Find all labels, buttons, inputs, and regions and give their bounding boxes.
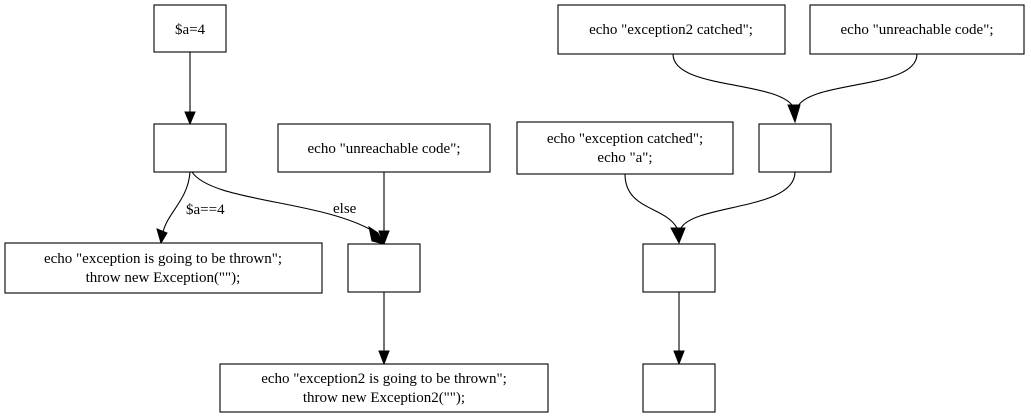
- edge-label-true: $a==4: [186, 202, 225, 218]
- edge-cond-to-throw-exception: [156, 171, 191, 245]
- node-throw-exception2-line-2: throw new Exception2("");: [303, 390, 465, 406]
- node-echo-exception2-catched-line-1: echo "exception2 catched";: [589, 22, 753, 38]
- edge-merge1-to-merge2: [680, 171, 796, 229]
- node-throw-exception-line-2: throw new Exception("");: [86, 270, 241, 286]
- node-else-block: [347, 243, 421, 293]
- node-cond: [153, 123, 227, 173]
- node-throw-exception2: echo "exception2 is going to be thrown";…: [219, 363, 549, 413]
- node-throw-exception-line-1: echo "exception is going to be thrown";: [44, 251, 282, 267]
- node-echo-exception-catched-line-1: echo "exception catched";: [547, 131, 703, 147]
- edge-cond-to-else-block: [191, 171, 385, 245]
- node-echo-unreachable-2: echo "unreachable code";: [809, 4, 1025, 55]
- node-echo-exception-catched: echo "exception catched"; echo "a";: [516, 121, 734, 175]
- edge-assign-to-cond: [184, 52, 196, 126]
- edge-else-block-to-throw-exception2: [378, 292, 390, 366]
- node-assign-a: $a=4: [153, 4, 227, 53]
- edge-merge2-to-end: [673, 292, 685, 366]
- node-echo-exception2-catched: echo "exception2 catched";: [557, 4, 786, 55]
- node-end-1: [642, 363, 716, 413]
- node-echo-unreachable-2-line-1: echo "unreachable code";: [841, 22, 994, 38]
- node-echo-unreachable-1: echo "unreachable code";: [277, 123, 491, 173]
- edge-exception2-catched-to-merge1: [672, 53, 801, 124]
- node-echo-exception-catched-line-2: echo "a";: [597, 150, 652, 166]
- node-merge-2: [642, 243, 716, 293]
- node-echo-unreachable-1-line-1: echo "unreachable code";: [308, 141, 461, 157]
- node-throw-exception2-line-1: echo "exception2 is going to be thrown";: [261, 371, 507, 387]
- node-assign-a-line-1: $a=4: [175, 22, 206, 38]
- node-throw-exception: echo "exception is going to be thrown"; …: [4, 242, 323, 294]
- edge-label-else: else: [333, 201, 357, 217]
- edge-unreachable2-to-merge1: [796, 53, 918, 109]
- node-merge-1: [758, 123, 832, 173]
- edge-unreachable1-to-else-block: [378, 172, 390, 246]
- edge-exception-catched-to-merge2: [624, 173, 686, 245]
